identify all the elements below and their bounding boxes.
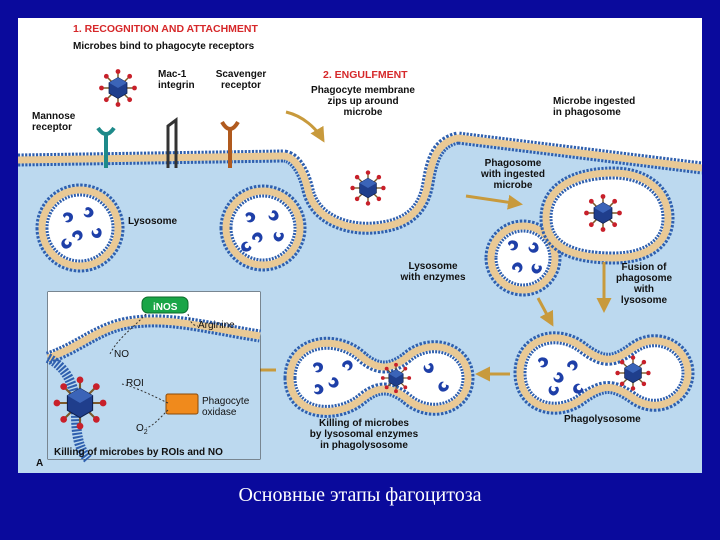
enzyme: [252, 232, 263, 243]
enzyme: [273, 231, 284, 242]
enzyme: [508, 240, 518, 251]
mannose-receptor-shape: [96, 126, 116, 168]
inset-microbe: [53, 376, 107, 430]
enzyme: [538, 357, 548, 368]
mac1-integrin-shape: [166, 117, 178, 168]
enzyme: [61, 238, 72, 249]
lysosome-label: Lysosome: [128, 216, 178, 227]
enzyme: [567, 360, 578, 371]
step1-subtitle: Microbes bind to phagocyte receptors: [73, 41, 255, 52]
phagosome-microbe: [584, 194, 622, 232]
enzyme: [548, 385, 559, 396]
enzyme: [423, 363, 434, 373]
inset-cytoplasm: [48, 320, 260, 459]
enzyme: [342, 360, 353, 371]
engulfed-microbe: [350, 170, 386, 206]
killing-enzymes-label: Killing of microbes by lysosomal enzymes…: [309, 418, 419, 451]
inset-membrane: [45, 314, 261, 365]
lysosome-middle: [219, 184, 307, 272]
enzyme: [91, 228, 102, 238]
enzyme: [83, 207, 94, 218]
phagolysosome: [513, 331, 695, 415]
arrow-lysosome: [536, 297, 554, 327]
fusion-label: Fusion of phagosome with lysosome: [615, 262, 673, 306]
arrow-engulf: [285, 110, 325, 143]
panel-letter: A: [36, 458, 44, 469]
mac1-integrin-label: Mac-1 integrin: [158, 69, 195, 91]
lysosome-with-enzymes: [484, 219, 562, 297]
step2-title: 2. ENGULFMENT: [323, 69, 408, 81]
dying-microbe: [380, 362, 412, 394]
o2-label: O2: [136, 423, 148, 436]
slide-caption: Основные этапы фагоцитоза: [238, 484, 482, 506]
enzyme: [328, 377, 339, 388]
enzyme: [528, 242, 539, 253]
enzyme: [63, 212, 73, 223]
oxidase-box: [165, 393, 199, 415]
inos-box: [141, 296, 189, 314]
enzyme: [313, 362, 323, 373]
phagocytosis-illustration: [18, 69, 702, 473]
scavenger-receptor-label: Scavenger receptor: [215, 69, 267, 91]
lysosome-left: [35, 183, 125, 273]
scavenger-receptor-shape: [220, 120, 240, 168]
killing-phagolysosome: [283, 336, 475, 418]
mannose-receptor-label: Mannose receptor: [32, 111, 76, 133]
zipper-label: Phagocyte membrane zips up around microb…: [311, 85, 415, 118]
enzyme: [512, 262, 523, 273]
enzyme: [573, 383, 584, 394]
inset-caption: Killing of microbes by ROIs and NO: [54, 447, 223, 458]
inos-label: iNOS: [153, 302, 178, 313]
enzyme: [245, 212, 256, 223]
phagolysosome-label: Phagolysosome: [564, 414, 641, 425]
attached-microbe: [99, 69, 137, 107]
phagolysosome-microbe: [615, 355, 651, 391]
roi-label: ROI: [126, 378, 144, 389]
no-label: NO: [114, 349, 129, 360]
enzyme: [268, 210, 279, 221]
diagram-panel: 1. RECOGNITION AND ATTACHMENT Microbes b…: [18, 18, 702, 473]
enzyme: [313, 384, 324, 395]
phagosome-label: Phagosome with ingested microbe: [481, 158, 545, 191]
enzyme: [241, 241, 252, 252]
enzyme: [531, 263, 542, 274]
arginine-label: Arginine: [198, 320, 235, 331]
lysosome-enzymes-label: Lysosome with enzymes: [400, 261, 466, 283]
enzyme: [553, 372, 564, 383]
oxidase-label: Phagocyte oxidase: [202, 396, 250, 418]
step1-title: 1. RECOGNITION AND ATTACHMENT: [73, 23, 258, 35]
arrow-to-phagosome: [465, 194, 523, 210]
enzyme: [72, 230, 83, 241]
ingested-label: Microbe ingested in phagosome: [553, 96, 636, 118]
enzyme: [438, 381, 449, 392]
plasma-membrane: [18, 131, 702, 235]
